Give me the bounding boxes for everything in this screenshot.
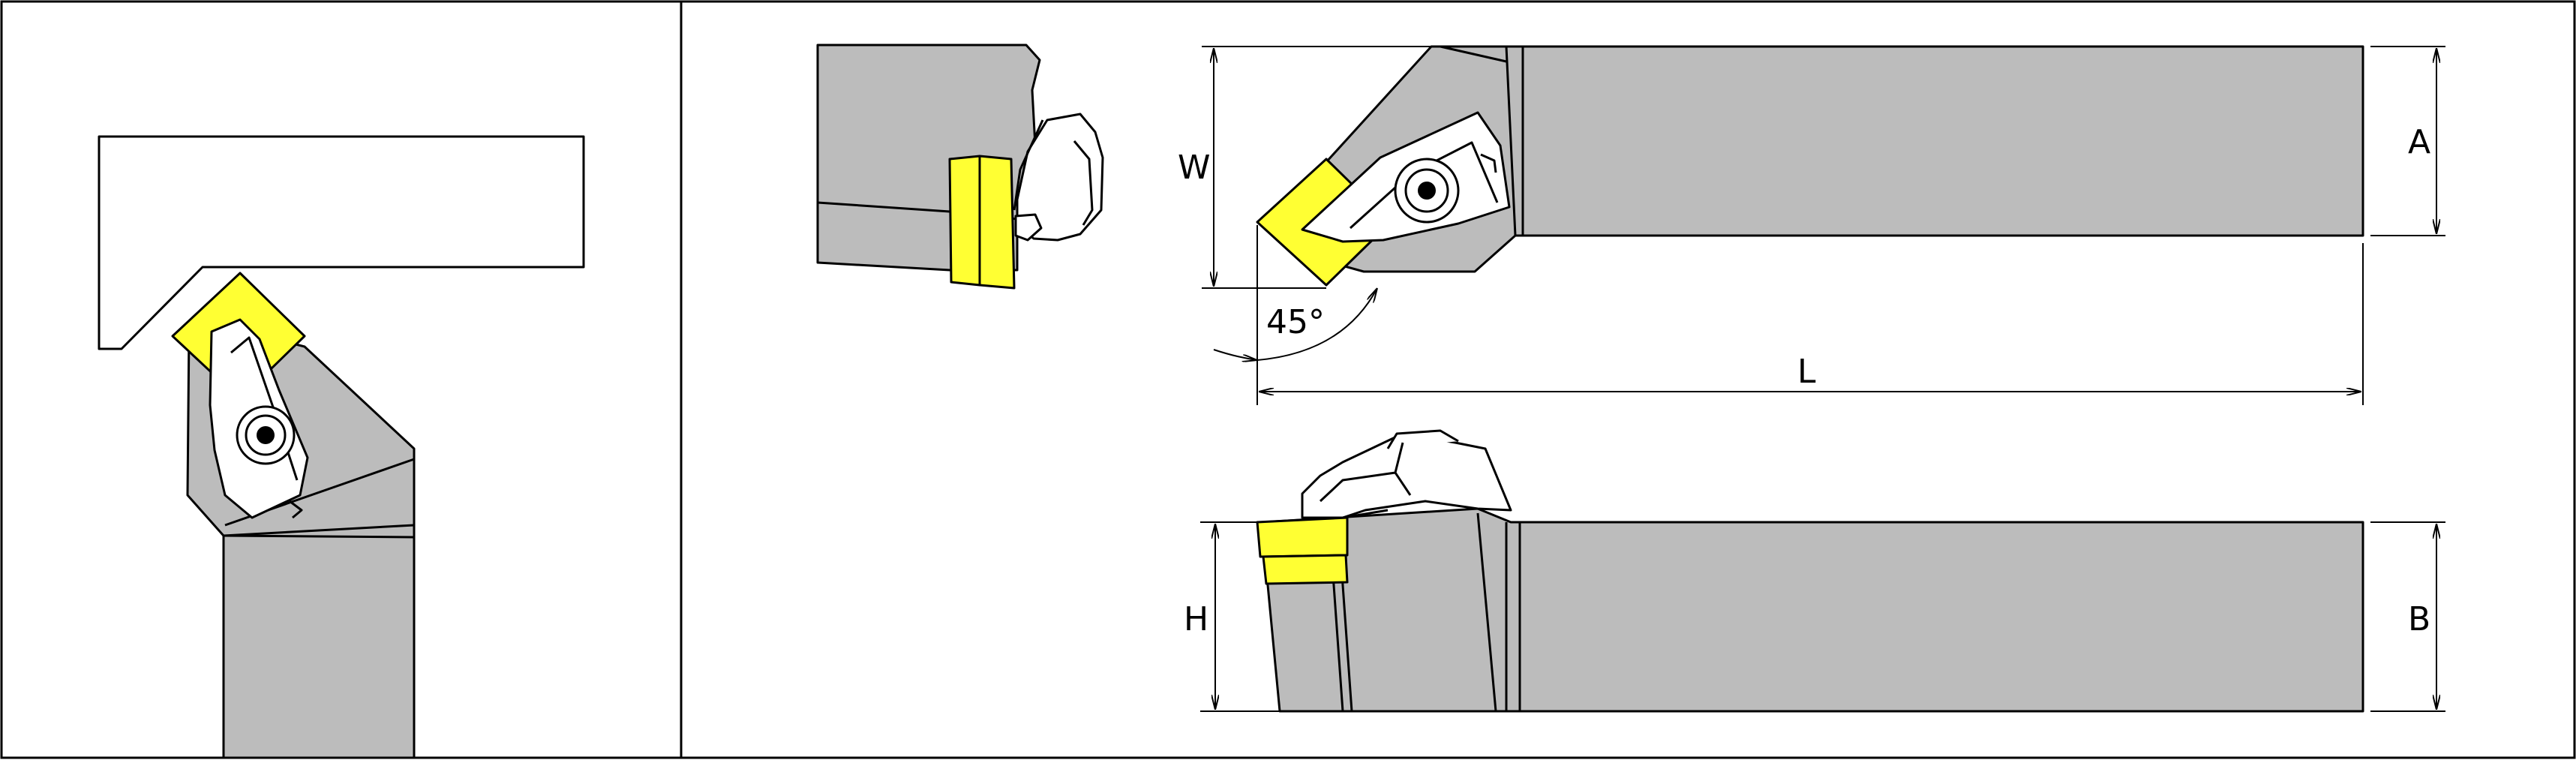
angle-arc [1256,288,1377,361]
side-view-insert-body [1262,554,1349,585]
angle-arrow-left [1213,349,1257,360]
dim-b-extension [2370,521,2445,712]
side-view-insert-top [1256,516,1349,558]
side-view-taper-line [1476,512,1497,712]
angle-label: 45° [1266,303,1325,341]
top-view-step-lines [1505,46,1524,236]
dim-a-label: A [2408,123,2430,161]
dim-w-label: W [1178,149,1211,187]
dim-h-extension [1200,521,1280,712]
top-view-chamfer [1440,45,1507,63]
clamp-screw-hole [257,426,275,444]
end-view-insert-b [978,155,1016,290]
side-view-clamp-detail [1319,442,1412,503]
side-view-screw-top [1386,429,1459,449]
side-view-clamp [1301,432,1512,519]
end-view-screw [1014,213,1043,242]
workpiece-outline [98,135,585,350]
dim-a-extension [2370,46,2445,236]
end-view-insert-a [948,155,981,287]
top-view-shank [1265,45,2364,273]
end-view-clamp-detail [1073,140,1094,226]
holder-edge-line [223,524,415,537]
clamp-foot [289,500,303,519]
dim-b-label: B [2408,600,2430,638]
dim-w-extension [1202,46,1431,289]
dim-h-label: H [1184,600,1208,638]
top-view-screw-tab [1480,153,1497,173]
side-view-step-lines [1505,522,1521,711]
side-view-shank [1262,507,2364,713]
side-view-clamp-base [1342,509,1389,519]
end-view-clamp-pin [1013,119,1044,211]
top-view: W A L 45° [1178,45,2445,405]
top-view-clamp-detail [1349,141,1499,230]
top-view-screw-hole [1418,182,1436,200]
holder-edge-line-2 [223,534,415,539]
dim-l-label: L [1797,353,1816,391]
application-view [98,135,585,759]
end-view [816,44,1104,290]
side-view: H B [1184,429,2445,713]
